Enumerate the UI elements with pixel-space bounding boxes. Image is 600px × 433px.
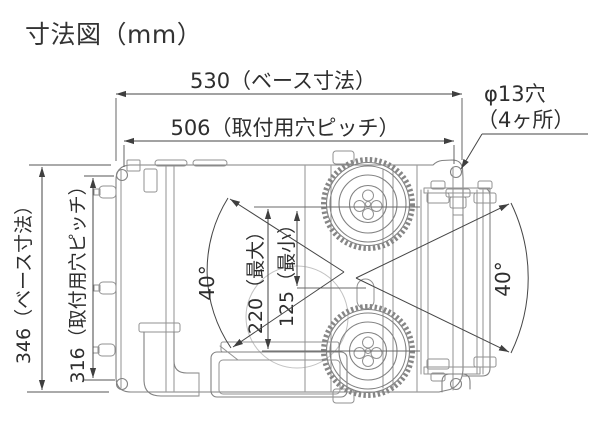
- dim-base-width: 530（ベース寸法）: [115, 69, 463, 161]
- callout-phi13-line2: （4ヶ所）: [477, 108, 574, 132]
- left-pins: [92, 185, 117, 357]
- mount-hole-top-left: [115, 168, 129, 182]
- callout-phi13: φ13穴 （4ヶ所）: [460, 82, 588, 170]
- dim-mount-pitch-width: 506（取付用穴ピッチ）: [123, 116, 455, 167]
- diagram-title: 寸法図（mm）: [25, 20, 202, 49]
- mount-hole-top-right: [449, 165, 463, 179]
- dim-span-max-label: 220（最大）: [245, 222, 267, 334]
- dim-span-min-label: 125（最小）: [276, 215, 298, 327]
- interior-lines: [143, 165, 454, 392]
- dim-span-max: 220（最大）: [245, 209, 272, 349]
- dim-angle-right-label: 40°: [491, 261, 515, 296]
- dim-base-depth-label: 346（ベース寸法）: [13, 196, 35, 364]
- dim-base-depth: 346（ベース寸法）: [13, 164, 111, 393]
- dim-span-min: 125（最小）: [276, 211, 301, 327]
- dim-mount-pitch-depth: 316（取付用穴ピッチ）: [67, 175, 115, 384]
- machine-top-view: [92, 150, 497, 404]
- dim-mount-pitch-width-label: 506（取付用穴ピッチ）: [170, 116, 399, 140]
- clamp-bolts: [426, 180, 497, 382]
- top-edge-bump: [154, 159, 188, 167]
- top-left-tab: [126, 159, 141, 172]
- top-right-fitting: [445, 188, 471, 216]
- top-edge-bump: [192, 159, 228, 167]
- knurled-wheel-bottom: [321, 304, 415, 404]
- knurled-wheel-top: [321, 150, 415, 251]
- mount-hole-bottom-right: [449, 377, 463, 391]
- dim-mount-pitch-depth-label: 316（取付用穴ピッチ）: [67, 176, 89, 383]
- mount-hole-bottom-left: [115, 377, 129, 391]
- dim-angle-left: 40°: [195, 197, 345, 349]
- base-outline: [115, 159, 464, 393]
- callout-phi13-line1: φ13穴: [484, 82, 546, 106]
- dim-base-width-label: 530（ベース寸法）: [190, 69, 376, 93]
- clamp-bar-top: [423, 187, 491, 194]
- dim-angle-left-label: 40°: [195, 265, 219, 300]
- dim-angle-right: 40°: [355, 202, 529, 354]
- dimension-annotations: 530（ベース寸法） 506（取付用穴ピッチ） φ13穴 （4ヶ所） 346（ベ…: [13, 69, 588, 393]
- bottom-right-fitting: [441, 373, 471, 393]
- pipe-handle: [138, 322, 200, 397]
